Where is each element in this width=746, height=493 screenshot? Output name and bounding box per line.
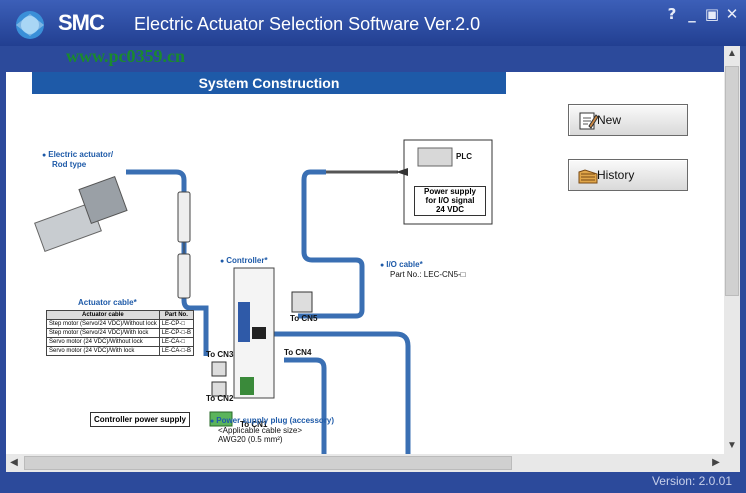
- actuator-cable-table: Actuator cable Part No. Step motor (Serv…: [46, 310, 195, 356]
- cable-size-line-2: AWG20 (0.5 mm²): [218, 435, 283, 444]
- watermark-text: www.pc0359.cn: [66, 46, 186, 66]
- cn2-label: To CN2: [206, 394, 234, 403]
- actuator-sublabel: Rod type: [52, 160, 87, 169]
- new-document-icon: [579, 112, 599, 130]
- vertical-scroll-thumb[interactable]: [725, 66, 739, 296]
- minimize-button[interactable]: _: [688, 5, 696, 23]
- version-text: Version: 2.0.01: [651, 474, 732, 488]
- diagram-viewport: System Construction: [6, 72, 724, 454]
- help-button[interactable]: ?: [667, 5, 677, 23]
- close-button[interactable]: ✕: [725, 5, 739, 23]
- table-cell: Servo motor (24 VDC)/With lock: [46, 346, 160, 356]
- horizontal-scrollbar[interactable]: ◀ ▶: [6, 454, 724, 472]
- table-row: Servo motor (24 VDC)/With lock LE-CA-□-B: [46, 346, 195, 356]
- table-header: Actuator cable: [46, 310, 160, 320]
- table-cell: LE-CP-□: [158, 319, 195, 329]
- cn3-label: To CN3: [206, 350, 234, 359]
- cn4-label: To CN4: [284, 348, 312, 357]
- window-controls: ? _ ▣ ✕: [664, 6, 740, 22]
- diagram-header: System Construction: [32, 72, 506, 94]
- new-button-label: New: [597, 113, 622, 127]
- actuator-cable-label: Actuator cable*: [78, 298, 137, 307]
- scroll-corner: [724, 454, 740, 472]
- table-cell: LE-CP-□-B: [158, 328, 195, 338]
- window-title: Electric Actuator Selection Software Ver…: [134, 14, 481, 34]
- scroll-right-icon[interactable]: ▶: [712, 457, 720, 468]
- status-bar: Version: 2.0.01: [0, 472, 746, 493]
- cn5-label: To CN5: [290, 314, 318, 323]
- vertical-scrollbar[interactable]: ▲ ▼: [724, 46, 740, 454]
- scroll-up-icon[interactable]: ▲: [727, 48, 737, 59]
- history-folder-icon: [578, 169, 598, 184]
- io-power-line-2: for I/O signal: [425, 196, 475, 205]
- brand-logo-text: SMC: [58, 10, 105, 35]
- title-bar: SMC Electric Actuator Selection Software…: [0, 0, 746, 46]
- top-banner: [6, 46, 724, 72]
- io-power-line-3: 24 VDC: [435, 205, 464, 214]
- table-cell: LE-CA-□-B: [158, 346, 195, 356]
- new-button[interactable]: New: [568, 104, 688, 136]
- system-diagram: [34, 139, 493, 454]
- table-cell: Servo motor (24 VDC)/Without lock: [46, 337, 160, 347]
- io-power-supply-box: Power supply for I/O signal 24 VDC: [414, 186, 486, 216]
- scroll-left-icon[interactable]: ◀: [10, 457, 18, 468]
- scroll-down-icon[interactable]: ▼: [727, 440, 737, 451]
- plc-label: PLC: [456, 152, 472, 161]
- table-cell: LE-CA-□: [158, 337, 195, 347]
- io-power-line-1: Power supply: [423, 187, 476, 196]
- history-button[interactable]: History: [568, 159, 688, 191]
- table-row: Servo motor (24 VDC)/Without lock LE-CA-…: [46, 337, 195, 347]
- main-client-area: System Construction: [6, 46, 740, 472]
- cable-size-line-1: <Applicable cable size>: [218, 426, 303, 435]
- power-plug-label: Power supply plug (accessory): [210, 416, 334, 425]
- table-cell: Step motor (Servo/24 VDC)/With lock: [46, 328, 160, 338]
- io-cable-part-number: Part No.: LEC-CN5-□: [390, 270, 466, 279]
- app-logo-icon: [16, 11, 44, 39]
- history-button-label: History: [597, 168, 635, 182]
- table-row: Step motor (Servo/24 VDC)/With lock LE-C…: [46, 328, 195, 338]
- actuator-label: Electric actuator/: [42, 150, 113, 159]
- horizontal-scroll-thumb[interactable]: [24, 456, 512, 470]
- table-row: Step motor (Servo/24 VDC)/Without lock L…: [46, 319, 195, 329]
- table-cell: Step motor (Servo/24 VDC)/Without lock: [46, 319, 160, 329]
- table-header-row: Actuator cable Part No.: [46, 310, 195, 320]
- controller-label: Controller*: [220, 256, 267, 265]
- io-cable-label: I/O cable*: [380, 260, 422, 269]
- maximize-button[interactable]: ▣: [704, 5, 720, 23]
- controller-power-supply-box: Controller power supply: [90, 412, 191, 427]
- table-header: Part No.: [158, 310, 195, 320]
